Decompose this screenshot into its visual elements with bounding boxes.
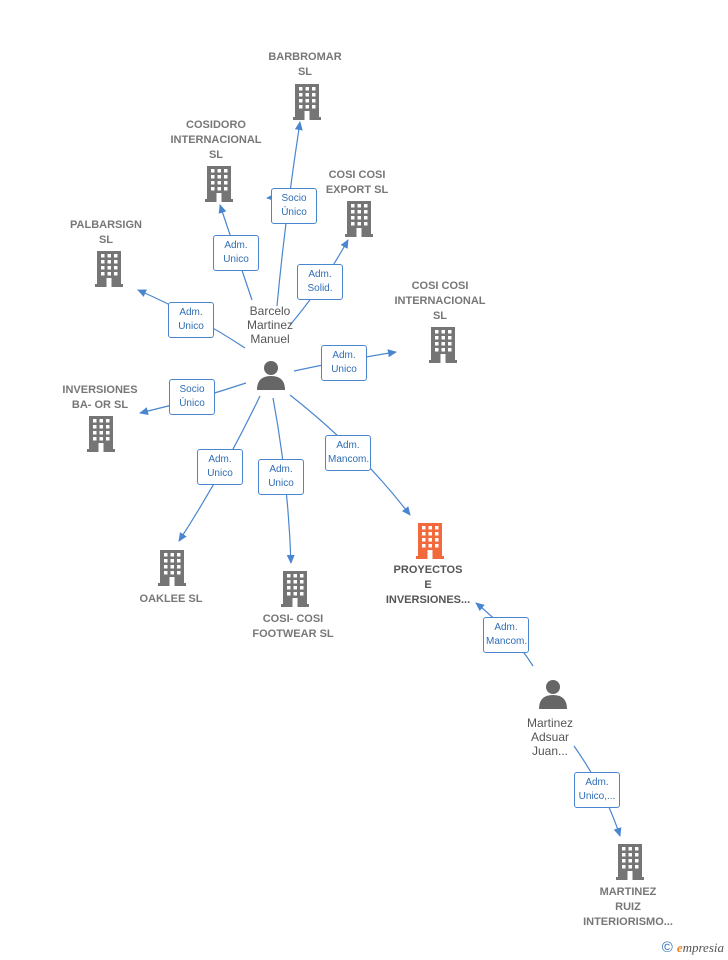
company-label-cosidoro[interactable]: COSIDORO INTERNACIONAL SL [170, 119, 262, 161]
company-label-cosi-internacional[interactable]: COSI COSI INTERNACIONAL SL [394, 280, 486, 322]
edge-label-barcelo-to-cosi-export[interactable]: Adm. Solid. [297, 264, 343, 300]
company-label-cosi-footwear[interactable]: COSI- COSI FOOTWEAR SL [252, 613, 334, 640]
edge-label-barcelo-to-oaklee[interactable]: Adm. Unico [197, 449, 243, 485]
building-icon[interactable] [616, 844, 644, 885]
building-icon[interactable] [95, 251, 123, 292]
building-icon[interactable] [416, 523, 444, 564]
company-label-inversiones-baor[interactable]: INVERSIONES BA- OR SL [62, 384, 138, 411]
building-icon[interactable] [293, 84, 321, 125]
company-label-martinez-ruiz[interactable]: MARTINEZ RUIZ INTERIORISMO... [583, 886, 673, 928]
person-icon[interactable] [256, 360, 286, 395]
company-label-cosi-export[interactable]: COSI COSI EXPORT SL [325, 169, 389, 196]
building-icon[interactable] [205, 166, 233, 207]
edge-label-barcelo-to-inversiones-baor[interactable]: Socio Único [169, 379, 215, 415]
person-icon[interactable] [538, 679, 568, 714]
edge-label-barcelo-to-cosi-footwear[interactable]: Adm. Unico [258, 459, 304, 495]
building-icon[interactable] [158, 550, 186, 591]
edge-label-martinez-adsuar-to-martinez-ruiz[interactable]: Adm. Unico,... [574, 772, 620, 808]
footer-brand: ©empresia [662, 939, 724, 956]
edge-label-barcelo-to-barbromar[interactable]: Socio Único [271, 188, 317, 224]
company-label-palbarsign[interactable]: PALBARSIGN SL [70, 219, 142, 246]
person-label-barcelo[interactable]: Barcelo Martinez Manuel [246, 304, 294, 346]
building-icon[interactable] [281, 571, 309, 612]
building-icon[interactable] [429, 327, 457, 368]
company-label-proyectos[interactable]: PROYECTOS E INVERSIONES... [385, 564, 471, 606]
edge-label-barcelo-to-cosidoro[interactable]: Adm. Unico [213, 235, 259, 271]
edge-label-martinez-adsuar-to-proyectos[interactable]: Adm. Mancom. [483, 617, 529, 653]
company-label-oaklee[interactable]: OAKLEE SL [139, 593, 203, 605]
edge-label-barcelo-to-cosi-internacional[interactable]: Adm. Unico [321, 345, 367, 381]
person-label-martinez-adsuar[interactable]: Martinez Adsuar Juan... [526, 716, 574, 758]
building-icon[interactable] [87, 416, 115, 457]
copyright-symbol: © [661, 939, 673, 956]
building-icon[interactable] [345, 201, 373, 242]
edge-label-barcelo-to-palbarsign[interactable]: Adm. Unico [168, 302, 214, 338]
company-label-barbromar[interactable]: BARBROMAR SL [268, 51, 342, 78]
edge-label-barcelo-to-proyectos[interactable]: Adm. Mancom. [325, 435, 371, 471]
brand-logo: empresia [676, 940, 724, 955]
